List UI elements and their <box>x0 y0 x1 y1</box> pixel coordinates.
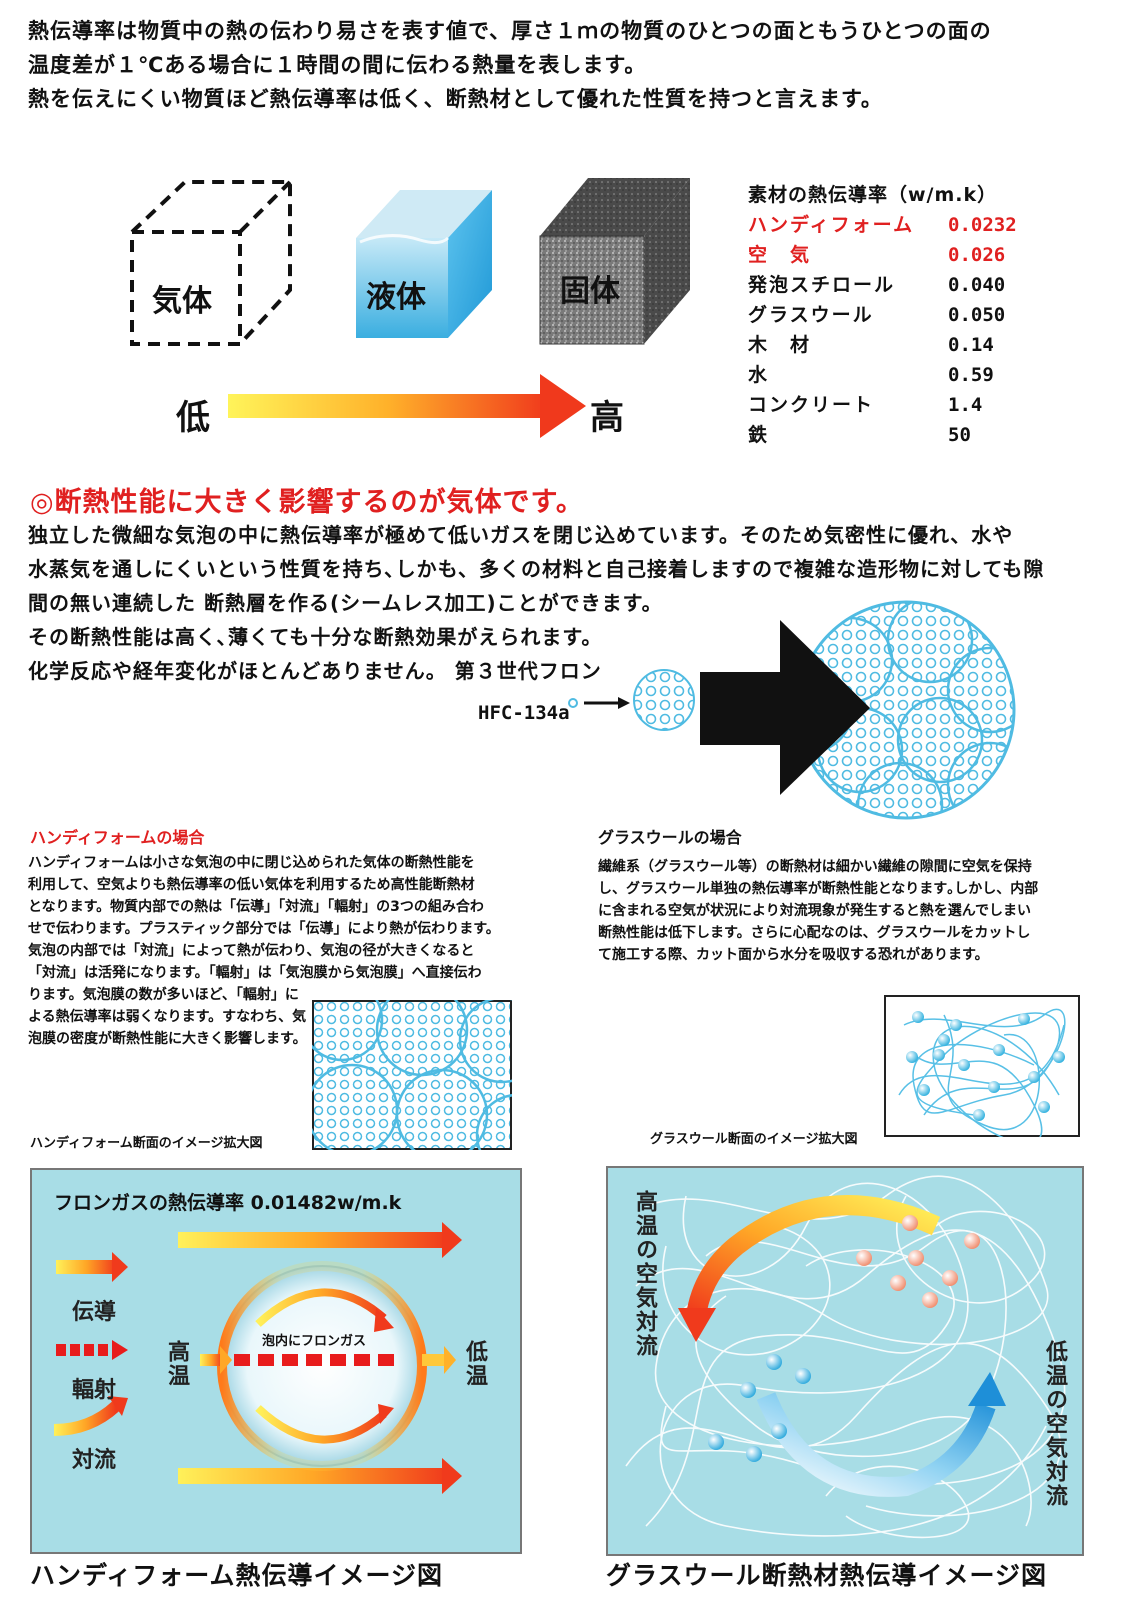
glass-diagram-graphics <box>625 1175 1066 1539</box>
bubble-label: 泡内にフロンガス <box>262 1334 367 1349</box>
handy-line: 気泡の内部では「対流」によって熱が伝わり、気泡の径が大きくなると <box>28 943 475 959</box>
gas-line-3: 間の無い連続した 断熱層を作る(シームレス加工)ことができます。 <box>28 591 663 615</box>
low-temp-label: 低温 <box>462 1340 487 1388</box>
handy-line: せで伝わります。プラスティック部分では「伝導」により熱が伝わります。 <box>28 921 500 937</box>
gas-line-4: その断熱性能は高く､薄くても十分な断熱効果がえられます。 <box>28 625 603 649</box>
low-label: 低 <box>176 398 210 438</box>
glass-cross-section-caption: グラスウール断面のイメージ拡大図 <box>650 1132 858 1147</box>
intro-paragraph: 熱伝導率は物質中の熱の伝わり易さを表す値で、厚さ１ｍの物質のひとつの面ともうひと… <box>28 14 1118 116</box>
gas-section-body: 独立した微細な気泡の中に熱伝導率が極めて低いガスを閉じ込めています。そのため気密… <box>28 518 1118 688</box>
conductivity-title: 素材の熱伝導率（w/m.k） <box>748 184 998 206</box>
hot-convection-label: 高温の空気対流 <box>632 1190 657 1358</box>
handy-line: となります。物質内部での熱は「伝導」「対流」「輻射」の3つの組み合わ <box>28 899 484 915</box>
gas-line-5: 化学反応や経年変化がほとんどありません。 第３世代フロン <box>28 659 602 683</box>
high-temp-label: 高温 <box>164 1340 189 1388</box>
glass-diagram-caption: グラスウール断熱材熱伝導イメージ図 <box>606 1561 1048 1590</box>
glass-line: し、グラスウール単独の熱伝導率が断熱性能となります｡しかし、内部 <box>598 881 1039 897</box>
handy-line: ハンディフォームは小さな気泡の中に閉じ込められた気体の断熱性能を <box>28 855 475 871</box>
glass-line: て施工する際、カット面から水分を吸収する恐れがあります。 <box>598 947 989 963</box>
handy-line: 利用して、空気よりも熱伝導率の低い気体を利用するため高性能断熱材 <box>28 877 475 893</box>
gas-cube <box>130 180 292 346</box>
gas-label: 気体 <box>152 284 212 319</box>
high-label: 高 <box>590 398 624 438</box>
glass-line: 断熱性能は低下します。さらに心配なのは、グラスウールをカットし <box>598 925 1031 941</box>
glass-line: 繊維系（グラスウール等）の断熱材は細かい繊維の隙間に空気を保持 <box>598 859 1032 875</box>
convection-label: 対流 <box>72 1448 117 1473</box>
gas-section-heading: ◎断熱性能に大きく影響するのが気体です。 <box>30 487 584 518</box>
hfc-label: HFC-134a <box>478 702 570 724</box>
handy-diagram-caption: ハンディフォーム熱伝導イメージ図 <box>30 1561 444 1590</box>
handy-case-text: ハンディフォームは小さな気泡の中に閉じ込められた気体の断熱性能を 利用して、空気… <box>28 852 528 1050</box>
gas-line-2: 水蒸気を通しにくいという性質を持ち､しかも、多くの材料と自己接着しますので複雑な… <box>28 557 1045 581</box>
liquid-cube <box>356 190 492 338</box>
bubble-expansion-illustration <box>568 600 1016 820</box>
intro-line-2: 温度差が１℃ある場合に１時間の間に伝わる熱量を表します。 <box>28 53 647 77</box>
intro-line-1: 熱伝導率は物質中の熱の伝わり易さを表す値で、厚さ１ｍの物質のひとつの面ともうひと… <box>28 19 992 43</box>
intro-line-3: 熱を伝えにくい物質ほど熱伝導率は低く、断熱材として優れた性質を持つと言えます。 <box>28 87 883 111</box>
solid-label: 固体 <box>560 274 620 309</box>
handy-line: ります。気泡膜の数が多いほど、「輻射」に <box>28 987 299 1003</box>
glass-diagram-panel <box>606 1166 1084 1556</box>
handy-line: よる熱伝導率は弱くなります。すなわち、気 <box>28 1009 307 1025</box>
glass-cross-section-image <box>884 995 1080 1137</box>
glass-case-title: グラスウールの場合 <box>598 828 742 847</box>
radiation-label: 輻射 <box>72 1378 117 1403</box>
handy-line: 「対流」は活発になります。「輻射」は「気泡膜から気泡膜」へ直接伝わ <box>28 965 482 981</box>
handy-diagram-graphics <box>53 1222 462 1494</box>
gas-line-1: 独立した微細な気泡の中に熱伝導率が極めて低いガスを閉じ込めています。そのため気密… <box>28 523 1014 547</box>
cold-convection-label: 低温の空気対流 <box>1042 1340 1067 1508</box>
state-cubes-illustration <box>130 178 690 438</box>
solid-cube <box>539 178 690 345</box>
liquid-label: 液体 <box>366 280 426 315</box>
conduction-label: 伝導 <box>72 1300 117 1325</box>
glass-line: に含まれる空気が状況により対流現象が発生すると熱を選んでしまい <box>598 903 1032 919</box>
handy-cross-section-image <box>312 1000 512 1150</box>
handy-line: 泡膜の密度が断熱性能に大きく影響します。 <box>28 1031 307 1047</box>
handy-diagram-title: フロンガスの熱伝導率 0.01482w/m.k <box>54 1192 402 1214</box>
handy-cross-section-caption: ハンディフォーム断面のイメージ拡大図 <box>30 1136 263 1151</box>
handy-case-title: ハンディフォームの場合 <box>30 828 205 847</box>
low-to-high-arrow <box>228 374 586 438</box>
glass-case-text: 繊維系（グラスウール等）の断熱材は細かい繊維の隙間に空気を保持 し、グラスウール… <box>598 856 1098 966</box>
